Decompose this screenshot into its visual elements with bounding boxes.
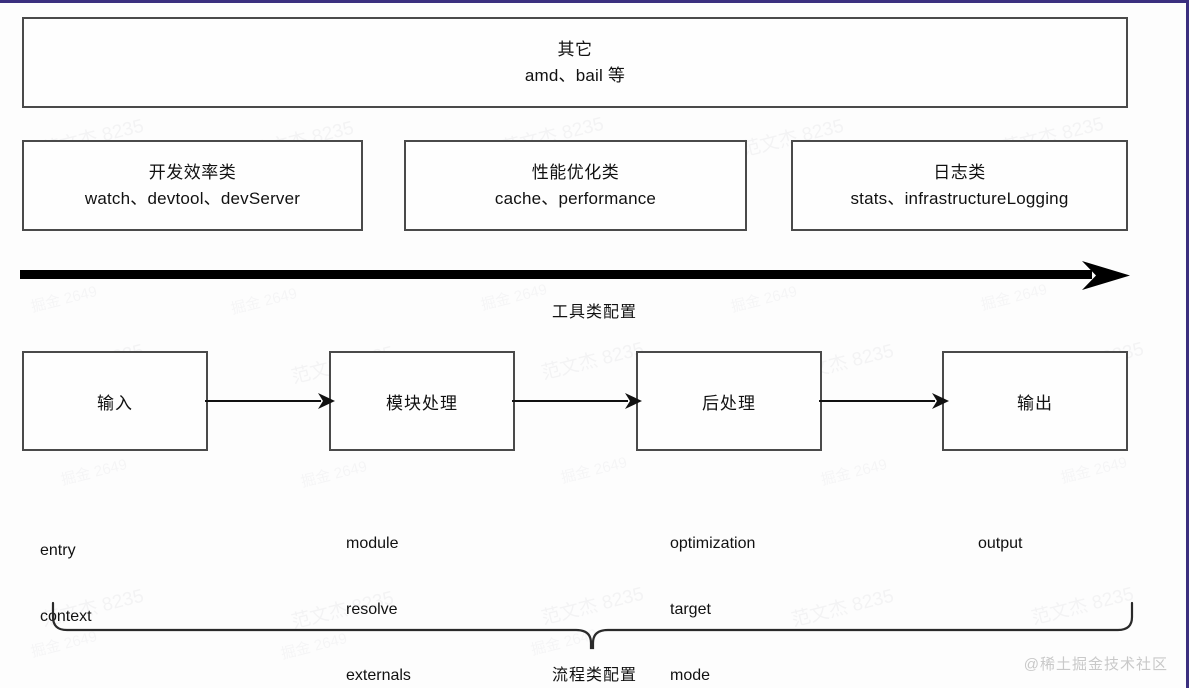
tiled-watermark: 掘金 2649	[819, 456, 889, 489]
credit-watermark: @稀土掘金技术社区	[1023, 656, 1168, 673]
category-box-title: 其它	[557, 39, 593, 59]
flow-box-output: 输出	[942, 351, 1128, 451]
config-option: externals	[346, 667, 411, 684]
config-list-module-processing: module resolve externals ...	[346, 489, 411, 688]
tool-config-arrow-icon	[20, 261, 1130, 290]
category-box-options: stats、infrastructureLogging	[850, 188, 1069, 208]
category-box-options: amd、bail 等	[524, 65, 626, 85]
category-box-options: watch、devtool、devServer	[84, 188, 301, 208]
flow-box-module-processing: 模块处理	[329, 351, 515, 451]
config-list-output: output	[978, 489, 1022, 599]
config-option: output	[978, 535, 1023, 552]
tiled-watermark: 掘金 2649	[559, 454, 629, 487]
flow-box-input: 输入	[22, 351, 208, 451]
category-box-performance: 性能优化类 cache、performance	[404, 140, 747, 231]
config-list-post-processing: optimization target mode ...	[670, 489, 755, 688]
category-box-options: cache、performance	[494, 188, 657, 208]
tiled-watermark: 掘金 2649	[299, 458, 369, 491]
category-box-title: 日志类	[933, 162, 986, 182]
category-box-logging: 日志类 stats、infrastructureLogging	[791, 140, 1128, 231]
flow-box-label: 输入	[97, 393, 133, 413]
tiled-watermark: 掘金 2649	[1059, 454, 1129, 487]
config-option: target	[670, 601, 711, 618]
flow-box-label: 模块处理	[386, 393, 458, 413]
flow-box-label: 后处理	[702, 393, 756, 413]
config-option: mode	[670, 667, 711, 684]
tool-config-arrow-label: 工具类配置	[551, 304, 637, 321]
config-option: entry	[40, 542, 76, 559]
config-option: module	[346, 535, 399, 552]
category-box-dev-efficiency: 开发效率类 watch、devtool、devServer	[22, 140, 363, 231]
category-box-title: 开发效率类	[148, 162, 237, 182]
flow-connector-arrow-icon	[819, 393, 949, 409]
tiled-watermark: 范文杰 8235	[539, 338, 647, 385]
flow-config-brace-label: 流程类配置	[551, 667, 637, 684]
flow-box-label: 输出	[1017, 393, 1053, 413]
category-box-title: 性能优化类	[531, 162, 620, 182]
config-option: optimization	[670, 535, 756, 552]
bottom-curly-brace-icon	[51, 601, 1134, 650]
config-option: resolve	[346, 601, 398, 618]
flow-connector-arrow-icon	[512, 393, 642, 409]
flow-connector-arrow-icon	[205, 393, 335, 409]
flow-box-post-processing: 后处理	[636, 351, 822, 451]
category-box-other: 其它 amd、bail 等	[22, 17, 1128, 108]
tiled-watermark: 掘金 2649	[59, 456, 129, 489]
